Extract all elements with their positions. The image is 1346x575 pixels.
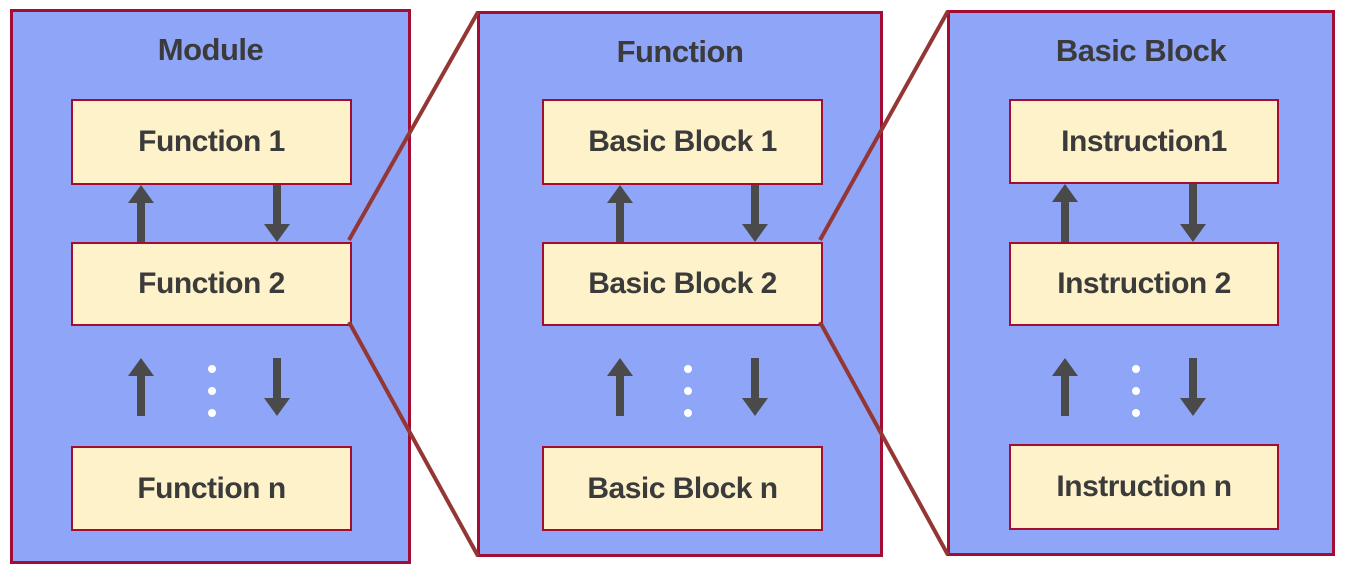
arrow-shaft — [1189, 184, 1197, 226]
dot — [208, 409, 216, 417]
arrow-shaft — [273, 358, 281, 400]
node-function-n: Function n — [71, 446, 352, 531]
panel-basic-block: Basic Block Instruction1 Instruction 2 I… — [947, 10, 1335, 556]
node-basic-block-1: Basic Block 1 — [542, 99, 823, 185]
panel-basic-block-title: Basic Block — [1055, 33, 1227, 68]
dot — [1132, 387, 1140, 395]
up-arrow-icon — [1052, 184, 1078, 242]
dot — [684, 365, 692, 373]
panel-module-title: Module — [157, 32, 264, 67]
node-instruction-2-label: Instruction 2 — [1057, 267, 1231, 300]
down-arrow-icon — [742, 358, 768, 416]
dot — [684, 387, 692, 395]
arrow-shaft — [137, 374, 145, 416]
arrow-shaft — [751, 358, 759, 400]
panel-function-title: Function — [616, 34, 744, 69]
dot — [208, 365, 216, 373]
node-basic-block-2-label: Basic Block 2 — [588, 267, 777, 300]
node-function-1-label: Function 1 — [138, 125, 285, 158]
arrow-shaft — [751, 185, 759, 226]
node-instruction-1-label: Instruction1 — [1061, 124, 1227, 158]
node-basic-block-2: Basic Block 2 — [542, 242, 823, 326]
arrow-head — [1180, 224, 1206, 242]
dot — [684, 409, 692, 417]
arrow-head — [607, 185, 633, 203]
node-function-2-label: Function 2 — [138, 267, 285, 300]
node-instruction-n-label: Instruction n — [1056, 470, 1232, 503]
node-function-n-label: Function n — [137, 471, 286, 505]
arrow-shaft — [1061, 374, 1069, 416]
node-function-2: Function 2 — [71, 242, 352, 326]
arrow-head — [264, 398, 290, 416]
dot — [1132, 409, 1140, 417]
node-function-1: Function 1 — [71, 99, 352, 185]
up-arrow-icon — [607, 358, 633, 416]
vertical-ellipsis-dots — [684, 365, 692, 431]
arrow-head — [742, 224, 768, 242]
up-arrow-icon — [1052, 358, 1078, 416]
arrow-shaft — [616, 201, 624, 242]
vertical-ellipsis-dots — [208, 365, 216, 431]
up-arrow-icon — [128, 185, 154, 242]
down-arrow-icon — [264, 358, 290, 416]
arrow-head — [607, 358, 633, 376]
node-basic-block-n-label: Basic Block n — [587, 471, 778, 505]
arrow-shaft — [273, 185, 281, 226]
down-arrow-icon — [1180, 184, 1206, 242]
arrow-head — [1180, 398, 1206, 416]
arrow-shaft — [137, 201, 145, 242]
arrow-shaft — [1061, 200, 1069, 242]
vertical-ellipsis-dots — [1132, 365, 1140, 431]
node-instruction-n: Instruction n — [1009, 444, 1279, 530]
node-instruction-2: Instruction 2 — [1009, 242, 1279, 326]
down-arrow-icon — [264, 185, 290, 242]
arrow-head — [1052, 184, 1078, 202]
arrow-shaft — [1189, 358, 1197, 400]
arrow-head — [1052, 358, 1078, 376]
panel-module: Module Function 1 Function 2 Function n — [10, 9, 411, 564]
down-arrow-icon — [742, 185, 768, 242]
up-arrow-icon — [607, 185, 633, 242]
node-basic-block-1-label: Basic Block 1 — [588, 125, 777, 158]
node-basic-block-n: Basic Block n — [542, 446, 823, 531]
arrow-head — [264, 224, 290, 242]
arrow-head — [128, 358, 154, 376]
dot — [1132, 365, 1140, 373]
dot — [208, 387, 216, 395]
arrow-shaft — [616, 374, 624, 416]
arrow-head — [128, 185, 154, 203]
down-arrow-icon — [1180, 358, 1206, 416]
up-arrow-icon — [128, 358, 154, 416]
arrow-head — [742, 398, 768, 416]
panel-function: Function Basic Block 1 Basic Block 2 Bas… — [477, 11, 883, 557]
node-instruction-1: Instruction1 — [1009, 99, 1279, 184]
